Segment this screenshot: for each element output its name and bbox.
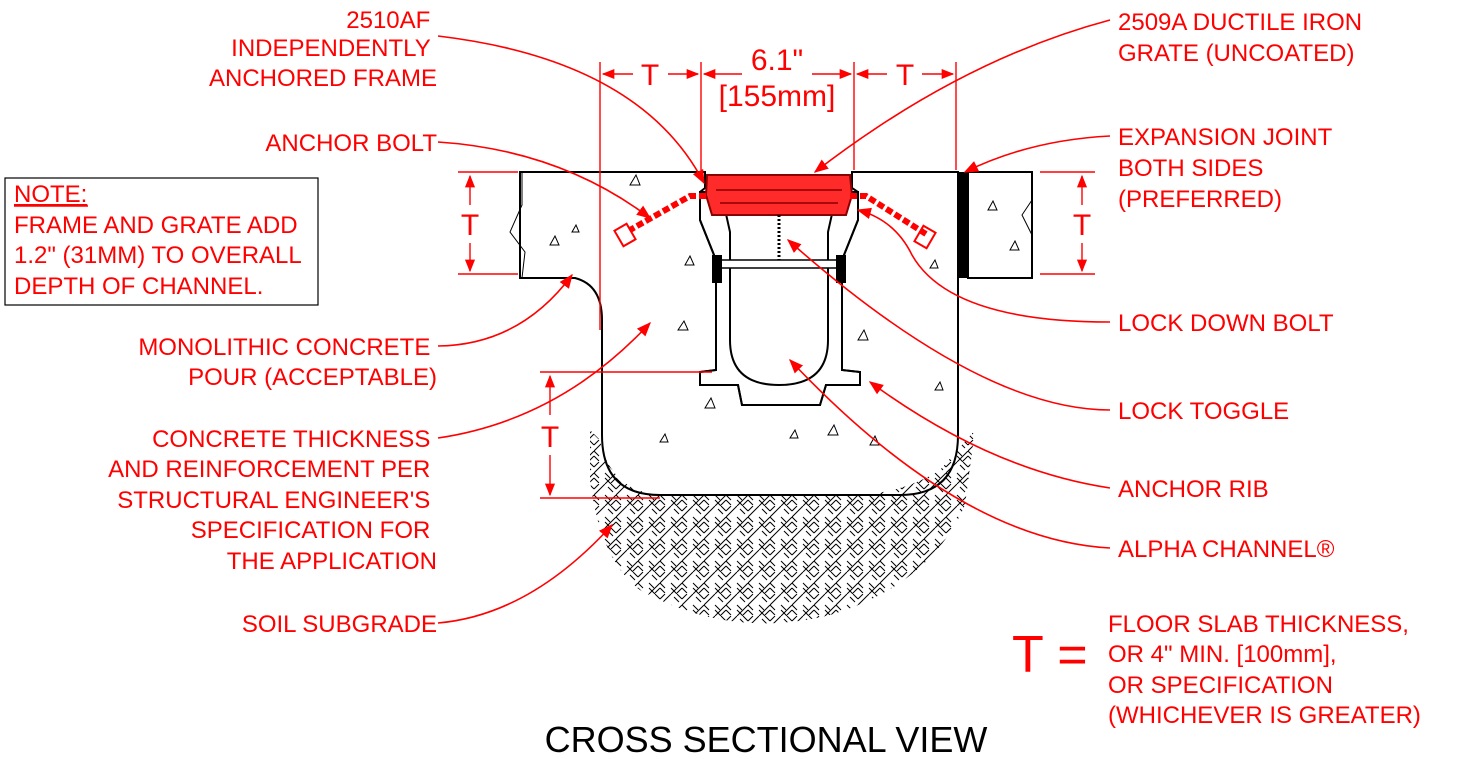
note-text: FRAME AND GRATE ADD 1.2" (31MM) TO OVERA…: [14, 212, 308, 300]
label-concrete: CONCRETE THICKNESS AND REINFORCEMENT PER…: [108, 426, 437, 575]
drawing-title: CROSS SECTIONAL VIEW: [545, 719, 988, 759]
concrete-encasement: [519, 171, 959, 496]
alpha-channel: [699, 191, 861, 406]
frame-and-grate: [704, 174, 854, 216]
slab-right: [958, 171, 1033, 279]
label-anchor-bolt: ANCHOR BOLT: [265, 130, 437, 157]
dim-t-right: T: [1073, 209, 1091, 242]
legend-text: FLOOR SLAB THICKNESS, OR 4" MIN. [100mm]…: [1108, 611, 1421, 729]
soil-subgrade: [590, 430, 975, 624]
legend-symbol: T =: [1012, 626, 1088, 684]
lock-down-assembly: [712, 215, 846, 283]
label-anchor-rib: ANCHOR RIB: [1118, 476, 1269, 503]
dim-width-inches: 6.1": [751, 44, 803, 77]
label-expansion: EXPANSION JOINT BOTH SIDES (PREFERRED): [1118, 124, 1339, 213]
dim-t-top-right: T: [896, 59, 914, 92]
note-box: NOTE: FRAME AND GRATE ADD 1.2" (31MM) TO…: [4, 177, 319, 306]
slab-left-break: [509, 172, 526, 279]
label-grate: 2509A DUCTILE IRON GRATE (UNCOATED): [1118, 9, 1369, 67]
dim-width-mm: [155mm]: [719, 80, 836, 113]
aggregate-marks: [549, 173, 1020, 446]
label-alpha-channel: ALPHA CHANNEL®: [1118, 536, 1335, 563]
dim-t-top-left: T: [641, 59, 659, 92]
label-soil: SOIL SUBGRADE: [242, 611, 437, 638]
label-frame: 2510AF INDEPENDENTLY ANCHORED FRAME: [209, 7, 437, 92]
label-lock-toggle: LOCK TOGGLE: [1118, 398, 1289, 425]
dim-t-left: T: [461, 209, 479, 242]
label-lock-down-bolt: LOCK DOWN BOLT: [1118, 310, 1334, 337]
note-heading: NOTE:: [14, 181, 87, 208]
dim-t-bottom: T: [541, 421, 559, 454]
label-monolithic: MONOLITHIC CONCRETE POUR (ACCEPTABLE): [138, 334, 437, 391]
dimension-lines: [458, 62, 1095, 499]
leader-lines: [437, 19, 1111, 624]
